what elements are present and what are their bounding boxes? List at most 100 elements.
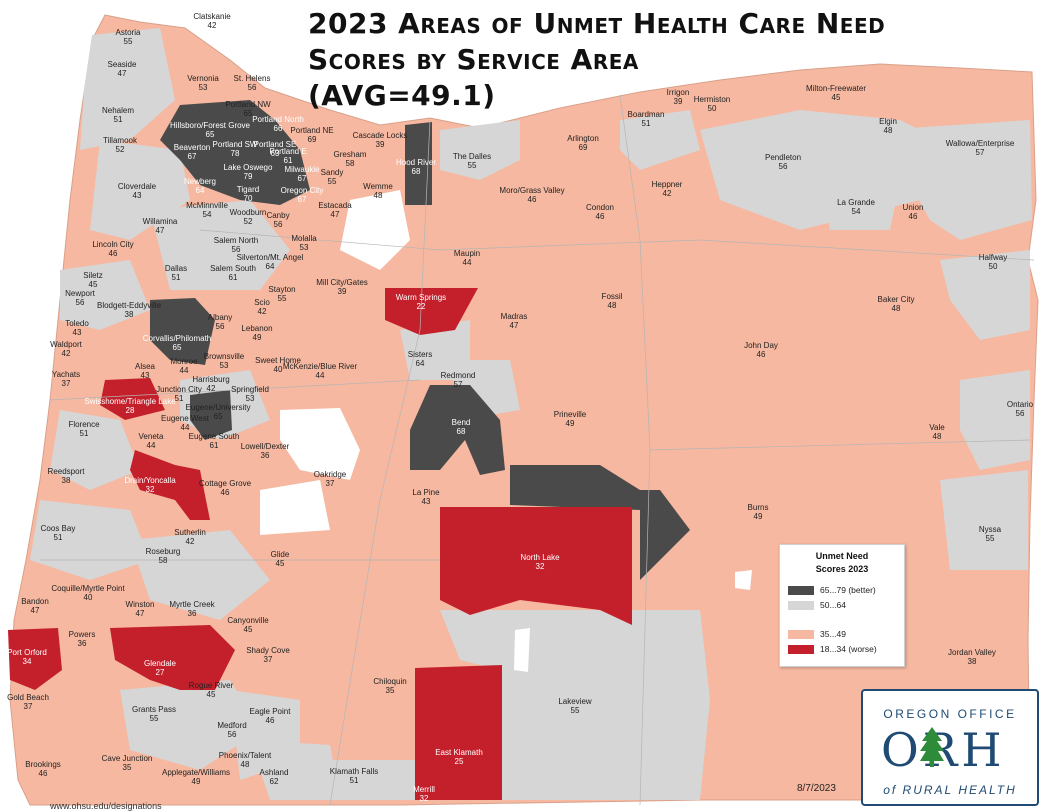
area-score: 46 bbox=[108, 249, 118, 258]
area-name: Oakridge bbox=[313, 470, 347, 479]
area-name: St. Helens bbox=[233, 74, 271, 83]
area-score: 39 bbox=[375, 140, 385, 149]
legend-label: 18...34 (worse) bbox=[820, 644, 877, 654]
area-score: 61 bbox=[209, 441, 219, 450]
area-score: 40 bbox=[83, 593, 93, 602]
area-score: 56 bbox=[227, 730, 237, 739]
area-score: 36 bbox=[77, 639, 87, 648]
area-name: Cottage Grove bbox=[198, 479, 252, 488]
area-name: Shady Cove bbox=[246, 646, 290, 655]
area-score: 57 bbox=[453, 380, 463, 389]
area-score: 38 bbox=[967, 657, 977, 666]
area-score: 46 bbox=[38, 769, 48, 778]
area-name: Sweet Home bbox=[255, 356, 301, 365]
area-name: Corvallis/Philomath bbox=[142, 334, 212, 343]
area-score: 51 bbox=[174, 394, 184, 403]
area-score: 69 bbox=[578, 143, 588, 152]
area-score: 35 bbox=[122, 763, 132, 772]
area-name: Astoria bbox=[115, 28, 141, 37]
area-name: Brookings bbox=[25, 760, 61, 769]
area-score: 42 bbox=[207, 21, 217, 30]
area-name: Lebanon bbox=[241, 324, 273, 333]
area-score: 45 bbox=[88, 280, 98, 289]
area-name: Milton-Freewater bbox=[805, 84, 867, 93]
logo-top-text: OREGON OFFICE bbox=[883, 707, 1017, 721]
area-name: Pendleton bbox=[764, 153, 802, 162]
area-name: Mill City/Gates bbox=[316, 278, 368, 287]
area-score: 51 bbox=[171, 273, 181, 282]
area-score: 42 bbox=[61, 349, 71, 358]
area-name: Salem South bbox=[210, 264, 256, 273]
area-name: Salem North bbox=[213, 236, 259, 245]
area-score: 51 bbox=[79, 429, 89, 438]
area-score: 46 bbox=[265, 716, 275, 725]
area-score: 61 bbox=[283, 156, 293, 165]
area-score: 47 bbox=[509, 321, 519, 330]
area-name: La Pine bbox=[412, 488, 440, 497]
area-score: 55 bbox=[985, 534, 995, 543]
area-name: Lakeview bbox=[558, 697, 592, 706]
area-name: Tillamook bbox=[103, 136, 137, 145]
area-name: Swisshome/Triangle Lake bbox=[84, 397, 176, 406]
area-name: Eugene West bbox=[161, 414, 209, 423]
area-score: 47 bbox=[155, 226, 165, 235]
area-name: Grants Pass bbox=[131, 705, 177, 714]
area-name: Canyonville bbox=[227, 616, 269, 625]
logo-bottom-text: of RURAL HEALTH bbox=[883, 783, 1017, 797]
area-score: 44 bbox=[146, 441, 156, 450]
area-score: 40 bbox=[273, 365, 283, 374]
area-name: Burns bbox=[747, 503, 769, 512]
area-name: Sisters bbox=[407, 350, 433, 359]
area-score: 55 bbox=[277, 294, 287, 303]
legend-swatch bbox=[788, 630, 814, 639]
area-name: McKenzie/Blue River bbox=[282, 362, 358, 371]
area-name: Portland SE bbox=[253, 140, 297, 149]
area-score: 44 bbox=[179, 366, 189, 375]
area-name: Hillsboro/Forest Grove bbox=[169, 121, 251, 130]
area-score: 37 bbox=[23, 702, 33, 711]
area-score: 78 bbox=[230, 149, 240, 158]
area-score: 53 bbox=[245, 394, 255, 403]
area-name: Toledo bbox=[65, 319, 89, 328]
area-name: North Lake bbox=[520, 553, 560, 562]
area-name: John Day bbox=[744, 341, 778, 350]
area-score: 53 bbox=[219, 361, 229, 370]
area-score: 48 bbox=[891, 304, 901, 313]
area-name: Wemme bbox=[363, 182, 393, 191]
area-name: Harrisburg bbox=[192, 375, 230, 384]
area-name: Newberg bbox=[183, 177, 217, 186]
area-score: 48 bbox=[607, 301, 617, 310]
area-score: 49 bbox=[191, 777, 201, 786]
county-lines bbox=[40, 94, 1035, 806]
area-name: Tigard bbox=[236, 185, 260, 194]
area-score: 56 bbox=[247, 83, 257, 92]
